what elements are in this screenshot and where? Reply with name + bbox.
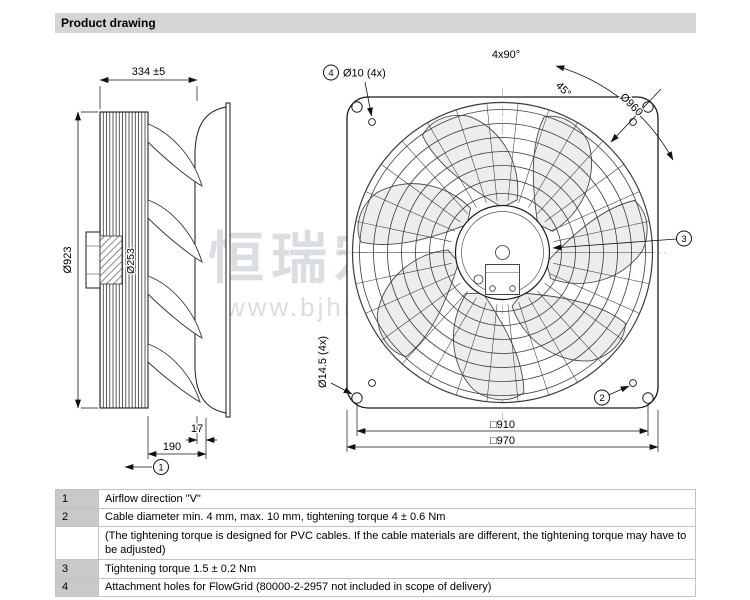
dim-flange-label: 17 (191, 423, 203, 435)
cable-gland (473, 274, 484, 285)
note-number: 4 (55, 577, 99, 598)
callout-2-marker (594, 389, 610, 406)
dim-hub-diameter-label: Ø253 (125, 248, 137, 274)
blade-profile (147, 123, 203, 187)
table-row: 1 Airflow direction "V" (55, 489, 696, 509)
dim-fan-diameter-label: Ø923 (62, 247, 74, 274)
motor-end-cap (85, 231, 101, 289)
blade-profile (147, 275, 203, 339)
callout-1-label: 1 (158, 463, 163, 474)
note-number: 2 (55, 507, 99, 528)
dim-motor-depth-label: 190 (163, 441, 181, 453)
product-drawing: 334 ±5 Ø923 Ø253 17 190 1 (61, 48, 692, 475)
note-text: Tightening torque 1.5 ± 0.2 Nm (98, 559, 696, 579)
note-text: Airflow direction "V" (98, 489, 696, 509)
note-number (55, 526, 99, 561)
table-row: 3 Tightening torque 1.5 ± 0.2 Nm (55, 559, 696, 579)
dim-mounting-holes-label: Ø14.5 (4x) (317, 336, 329, 388)
note-number: 1 (55, 489, 99, 509)
dim-depth-label: 334 ±5 (132, 66, 166, 78)
front-view: 4x90° 45° Ø960 4 Ø10 (4x) Ø14.5 (4x) 3 2… (316, 48, 692, 452)
guard-grille-rings (351, 101, 654, 404)
callout-2-label: 2 (599, 393, 604, 404)
motor-hub-section (99, 235, 123, 285)
dim-hole-square-label: □910 (490, 419, 515, 431)
page-title: Product drawing (55, 13, 696, 33)
side-view: 334 ±5 Ø923 Ø253 17 190 1 (61, 65, 231, 475)
callout-4-label: 4 (328, 68, 333, 79)
terminal-box (485, 264, 520, 295)
note-number: 3 (55, 559, 99, 579)
callout-3-marker (676, 230, 692, 247)
table-row: 2 Cable diameter min. 4 mm, max. 10 mm, … (55, 507, 696, 528)
dim-flowgrid-holes-label: Ø10 (4x) (343, 68, 386, 80)
note-text: (The tightening torque is designed for P… (98, 526, 696, 561)
table-row: (The tightening torque is designed for P… (55, 526, 696, 561)
notes-table: 1 Airflow direction "V" 2 Cable diameter… (55, 489, 696, 598)
blade-profile (147, 199, 203, 263)
note-text: Attachment holes for FlowGrid (80000-2-2… (98, 577, 696, 598)
wall-plate-edge (225, 102, 231, 418)
inlet-bell-profile (194, 106, 227, 414)
dim-hole-angle-label: 4x90° (492, 49, 520, 61)
note-text: Cable diameter min. 4 mm, max. 10 mm, ti… (98, 507, 696, 528)
table-row: 4 Attachment holes for FlowGrid (80000-2… (55, 577, 696, 598)
callout-4-marker (323, 64, 339, 81)
dim-plate-square-label: □970 (490, 435, 515, 447)
callout-1-marker (153, 459, 169, 475)
motor-hub (454, 204, 551, 301)
blade-profile (147, 343, 201, 403)
callout-3-label: 3 (681, 234, 686, 245)
notes-table-container: 1 Airflow direction "V" 2 Cable diameter… (55, 489, 696, 598)
